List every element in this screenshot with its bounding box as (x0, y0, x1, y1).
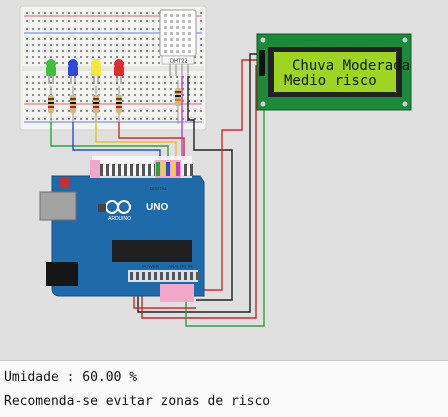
dht22-sensor[interactable]: DHT22 (159, 9, 197, 76)
serial-monitor[interactable]: Umidade : 60.00 % Recomenda-se evitar zo… (0, 360, 448, 417)
serial-output-line: Umidade : 60.00 % (4, 370, 138, 385)
resistor-4[interactable] (116, 86, 122, 122)
lcd-screen (274, 52, 396, 92)
lcd-module[interactable]: Chuva Moderada Medio risco (256, 33, 412, 111)
usb-port (39, 191, 77, 221)
simulation-canvas[interactable]: DHT22 (0, 0, 448, 360)
led-green[interactable] (46, 59, 56, 84)
wire-yellow-led (95, 122, 177, 160)
power-jack (46, 262, 78, 286)
resistor-1[interactable] (48, 86, 54, 122)
wire-lcd-vcc (196, 59, 262, 291)
power-analog-header[interactable] (130, 272, 199, 280)
dht22-label: DHT22 (170, 59, 187, 65)
wire-dht-power (187, 76, 233, 301)
led-yellow[interactable] (91, 59, 101, 84)
wire-lcd-gnd (137, 53, 262, 313)
led-blue[interactable] (68, 59, 78, 84)
lcd-line-1: Chuva Moderada (292, 58, 410, 74)
serial-output-line: Recomenda-se evitar zonas de risco (4, 394, 271, 409)
reset-button[interactable] (60, 178, 70, 188)
connector-colored-pins (156, 162, 180, 176)
wire-green-led (50, 122, 169, 160)
digital-label: DIGITAL (150, 186, 168, 191)
resistor-2[interactable] (70, 86, 76, 122)
wire-blue-led (72, 122, 161, 160)
arduino-uno[interactable]: DIGITAL UNO ARDUINO POWER ANALOG IN (39, 156, 205, 297)
resistor-3[interactable] (93, 86, 99, 122)
breadboard-holes (26, 12, 202, 120)
atmega-chip (112, 240, 192, 262)
lcd-line-2: Medio risco (284, 73, 377, 89)
analog-label: ANALOG IN (168, 264, 193, 269)
dht22-grille (164, 14, 191, 53)
power-label: POWER (142, 264, 160, 269)
resistor-5[interactable] (175, 80, 181, 124)
led-red[interactable] (114, 59, 124, 84)
wire-red-led (118, 122, 185, 160)
uno-label: UNO (146, 202, 168, 213)
arduino-brand: ARDUINO (108, 216, 131, 222)
